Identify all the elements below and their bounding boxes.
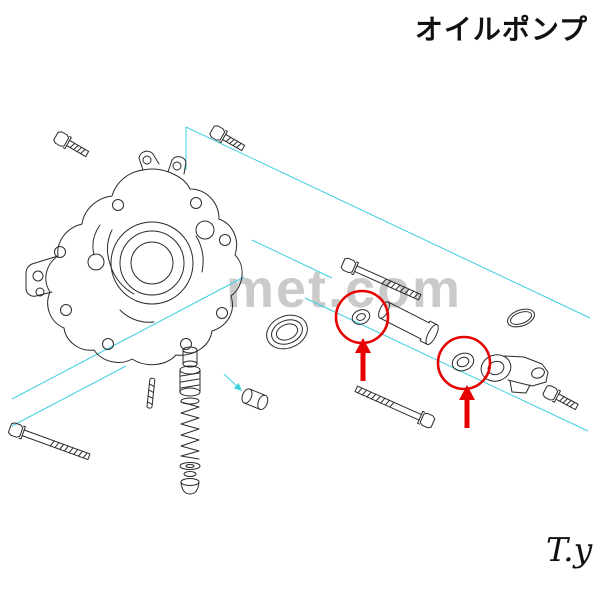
bushing xyxy=(241,388,269,411)
o-ring-rear xyxy=(451,352,475,372)
highlight-annotations xyxy=(334,289,492,428)
bolt-top-center xyxy=(208,123,247,155)
relief-valve-spring xyxy=(180,397,200,460)
watermark-text: met.com xyxy=(226,259,463,319)
bolt-top-left xyxy=(52,129,91,161)
gasket-o-ring xyxy=(507,308,535,328)
artist-signature: T.y xyxy=(546,530,593,569)
valve-retainer xyxy=(183,471,197,477)
valve-cup xyxy=(180,478,200,495)
o-ring-front xyxy=(351,309,371,325)
highlight-circle-front-oring xyxy=(334,289,390,345)
bolt-long-upper-right xyxy=(339,256,423,304)
connecting-pipe xyxy=(378,301,439,345)
bolt-bottom-right xyxy=(541,383,581,414)
relief-valve-plug xyxy=(179,346,201,397)
bolt-long-bottom-left xyxy=(7,421,92,464)
bolt-long-lower-center xyxy=(353,382,437,430)
highlight-arrow-front-head xyxy=(355,338,371,353)
spring-washer xyxy=(179,462,201,470)
leader-arrowhead xyxy=(233,383,242,391)
leader-lines xyxy=(11,126,591,432)
highlight-circle-rear-oring xyxy=(436,335,492,391)
parts xyxy=(7,123,581,495)
page-title: オイルポンプ xyxy=(414,14,588,45)
oil-seal xyxy=(266,314,308,350)
stud xyxy=(146,377,156,409)
oil-pump-body xyxy=(25,150,243,366)
highlight-arrow-rear-head xyxy=(459,385,475,400)
